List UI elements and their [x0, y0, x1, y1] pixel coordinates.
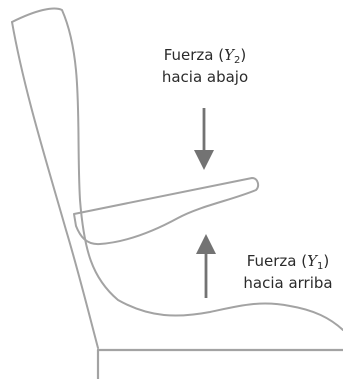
armrest-outline: [73, 177, 260, 246]
chair-front-edge: [11, 21, 99, 349]
force-down-symbol: Y: [224, 46, 235, 64]
force-up-label: Fuerza (Y1) hacia arriba: [228, 250, 343, 294]
force-down-label-line2: hacia abajo: [161, 68, 249, 86]
force-up-symbol: Y: [307, 252, 318, 270]
force-down-suffix: ): [240, 46, 247, 64]
force-down-label: Fuerza (Y2) hacia abajo: [142, 44, 268, 88]
chair-shell-outline: [11, 7, 343, 331]
force-up-suffix: ): [323, 252, 330, 270]
force-up-label-line1: Fuerza (Y1): [228, 250, 343, 272]
force-up-label-line2: hacia arriba: [243, 274, 333, 292]
force-up-subscript: 1: [317, 261, 324, 272]
force-down-label-line1: Fuerza (Y2): [142, 44, 268, 66]
force-down-prefix: Fuerza (: [163, 46, 225, 64]
force-down-subscript: 2: [234, 55, 241, 66]
force-up-prefix: Fuerza (: [246, 252, 308, 270]
